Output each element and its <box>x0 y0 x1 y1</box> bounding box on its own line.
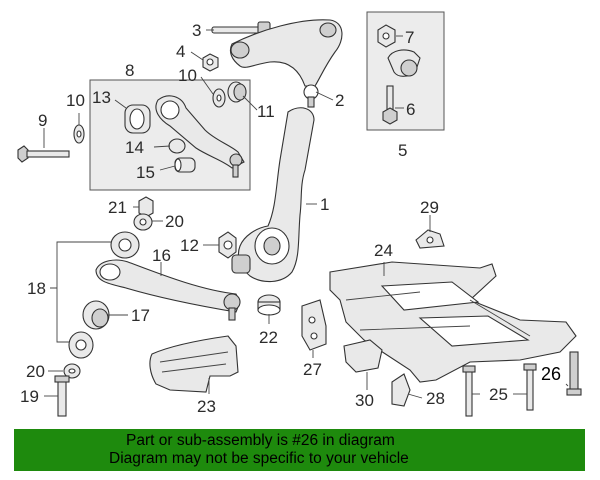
upper-control-arm-part-2 <box>229 19 343 108</box>
bolt-part-25b <box>523 363 537 411</box>
callout-17: 17 <box>131 306 150 325</box>
lower-control-arm-part-16 <box>95 259 241 321</box>
callout-23: 23 <box>197 397 216 416</box>
callout-20-top: 20 <box>165 212 184 231</box>
bolt-part-26-highlighted <box>566 351 582 396</box>
bushing-part-22 <box>257 294 281 316</box>
callout-26-highlighted: 26 <box>541 364 561 384</box>
banner-disclaimer: Diagram may not be specific to your vehi… <box>109 450 409 467</box>
callout-8: 8 <box>125 61 134 80</box>
bushing-part-11 <box>227 81 247 103</box>
bracket-part-30 <box>343 339 383 373</box>
callout-10-left: 10 <box>66 91 85 110</box>
bolt-part-6 <box>382 85 398 125</box>
callout-18: 18 <box>27 279 46 298</box>
ball-joint-nut-part-7 <box>377 24 396 48</box>
washer-part-10a <box>212 88 226 108</box>
callout-1: 1 <box>320 195 329 214</box>
callout-3: 3 <box>192 21 201 40</box>
leader-lines <box>43 29 569 399</box>
splash-shield-part-23 <box>149 335 239 393</box>
callout-20-bottom: 20 <box>26 362 45 381</box>
callout-9: 9 <box>38 111 47 130</box>
nut-part-21 <box>138 196 154 218</box>
washer-part-20b <box>63 363 81 379</box>
bolt-part-19 <box>54 375 70 417</box>
bushing-part-18a <box>110 231 140 259</box>
callout-12: 12 <box>180 236 199 255</box>
exploded-suspension-diagram: 3 4 10 11 2 8 13 14 15 10 9 7 6 5 1 21 2… <box>17 11 582 417</box>
washer-part-20a <box>133 213 153 231</box>
bracket-part-27 <box>301 299 327 351</box>
callout-7: 7 <box>405 28 414 47</box>
callout-25: 25 <box>489 385 508 404</box>
callout-27: 27 <box>303 360 322 379</box>
bushing-part-17 <box>82 300 110 330</box>
bolt-part-9 <box>17 145 70 163</box>
banner-part-note: Part or sub-assembly is #26 in diagram <box>126 432 395 449</box>
callout-30: 30 <box>355 391 374 410</box>
callout-14: 14 <box>125 138 144 157</box>
lower-arm-part-8 <box>155 95 245 178</box>
bushing-part-13 <box>124 104 151 134</box>
callout-6: 6 <box>406 100 415 119</box>
callout-16: 16 <box>152 246 171 265</box>
callout-15: 15 <box>136 163 155 182</box>
bushing-part-14 <box>168 138 186 154</box>
callout-5: 5 <box>398 141 407 160</box>
callout-28: 28 <box>426 389 445 408</box>
nut-part-4 <box>202 53 219 72</box>
callout-labels: 3 4 10 11 2 8 13 14 15 10 9 7 6 5 1 21 2… <box>20 21 561 416</box>
bracket-part-29 <box>415 229 445 249</box>
bushing-part-18b <box>68 331 94 359</box>
callout-22: 22 <box>259 328 278 347</box>
bushing-part-15 <box>174 157 196 173</box>
callout-2: 2 <box>335 91 344 110</box>
callout-24: 24 <box>374 241 393 260</box>
callout-13: 13 <box>92 88 111 107</box>
subframe-part-24 <box>329 261 577 383</box>
bracket-part-28 <box>391 373 411 407</box>
callout-4: 4 <box>176 42 185 61</box>
callout-21: 21 <box>108 198 127 217</box>
callout-10-top: 10 <box>178 66 197 85</box>
bolt-part-25a <box>462 365 476 417</box>
washer-part-10b <box>73 124 85 144</box>
callout-11: 11 <box>257 102 275 121</box>
callout-19: 19 <box>20 387 39 406</box>
ball-joint-part-7b <box>387 49 421 77</box>
callout-29: 29 <box>420 198 439 217</box>
steering-knuckle-part-1 <box>231 107 315 283</box>
part-info-banner: Part or sub-assembly is #26 in diagram D… <box>14 429 585 471</box>
nut-part-12 <box>218 231 237 259</box>
